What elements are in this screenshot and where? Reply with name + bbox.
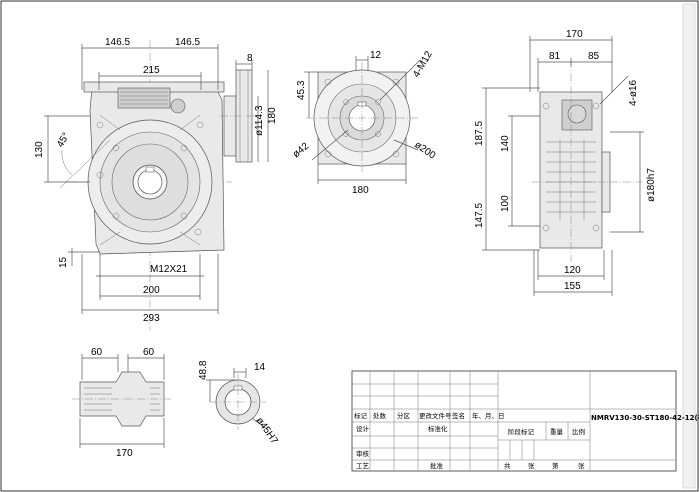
dim-15: 15: [58, 256, 69, 268]
tb-total: 共: [504, 461, 511, 470]
tb-count: 处数: [373, 411, 387, 420]
dim-170-side: 170: [566, 29, 583, 40]
dim-293: 293: [143, 313, 160, 324]
tb-date: 年、月、日: [472, 411, 505, 420]
tb-mark: 标记: [354, 411, 368, 420]
dim-phi-180h7: ø180h7: [646, 168, 657, 202]
side-view: 170 81 85 4-ø16 187.5 140 ø180h7 100 147…: [474, 29, 657, 296]
dim-180-front: 180: [267, 107, 278, 124]
dim-81: 81: [549, 51, 561, 62]
dim-48-8: 48.8: [198, 360, 209, 380]
tb-approve: 批准: [430, 461, 444, 470]
dim-60-right: 60: [143, 347, 155, 358]
dim-215: 215: [143, 65, 160, 76]
dim-147-5: 147.5: [474, 203, 485, 228]
dim-85: 85: [588, 51, 600, 62]
dim-12: 12: [370, 50, 382, 61]
tb-sign: 签名: [452, 411, 465, 420]
dim-m12x21: M12X21: [150, 264, 188, 275]
dim-200: 200: [143, 285, 160, 296]
dim-45-3: 45.3: [296, 80, 307, 100]
tb-design: 设计: [356, 424, 370, 433]
tb-sheet-no: 第: [552, 461, 559, 470]
tb-review: 审核: [356, 449, 370, 458]
dim-187-5: 187.5: [474, 121, 485, 146]
dim-60-left: 60: [91, 347, 103, 358]
dim-170-shaft: 170: [116, 448, 133, 459]
dim-phi-114-3: ø114.3: [254, 105, 265, 136]
dim-14: 14: [254, 362, 266, 373]
dim-140: 140: [500, 135, 511, 152]
title-block: 标记 处数 分区 更改文件号 签名 年、月、日 设计 标准化 阶段标记 重量 比…: [351, 370, 699, 472]
dim-130: 130: [34, 141, 45, 158]
tb-change-doc: 更改文件号: [419, 411, 452, 420]
dim-8: 8: [247, 53, 253, 64]
tb-weight: 重量: [550, 428, 564, 436]
dim-120: 120: [564, 265, 581, 276]
dim-100: 100: [500, 195, 511, 212]
tb-process: 工艺: [356, 462, 370, 470]
tb-scale: 比例: [572, 427, 585, 436]
dim-146-5-left: 146.5: [105, 37, 130, 48]
tb-zone: 分区: [397, 411, 411, 420]
dim-180-flange: 180: [352, 185, 369, 196]
scrollbar[interactable]: [682, 3, 696, 489]
dim-4-phi-16: 4-ø16: [628, 79, 639, 106]
tb-sheets-2: 张: [578, 461, 585, 470]
tb-stage-mark: 阶段标记: [508, 427, 535, 436]
tb-standardization: 标准化: [428, 424, 448, 433]
tb-sheets: 张: [528, 461, 535, 470]
dim-155: 155: [564, 281, 581, 292]
front-view: 146.5 146.5 215 8 130 45° ø114.3 180 15 …: [34, 37, 278, 330]
drawing-title: NMRV130-30-ST180-42-12(非标): [591, 413, 699, 422]
dim-146-5-right: 146.5: [175, 37, 200, 48]
